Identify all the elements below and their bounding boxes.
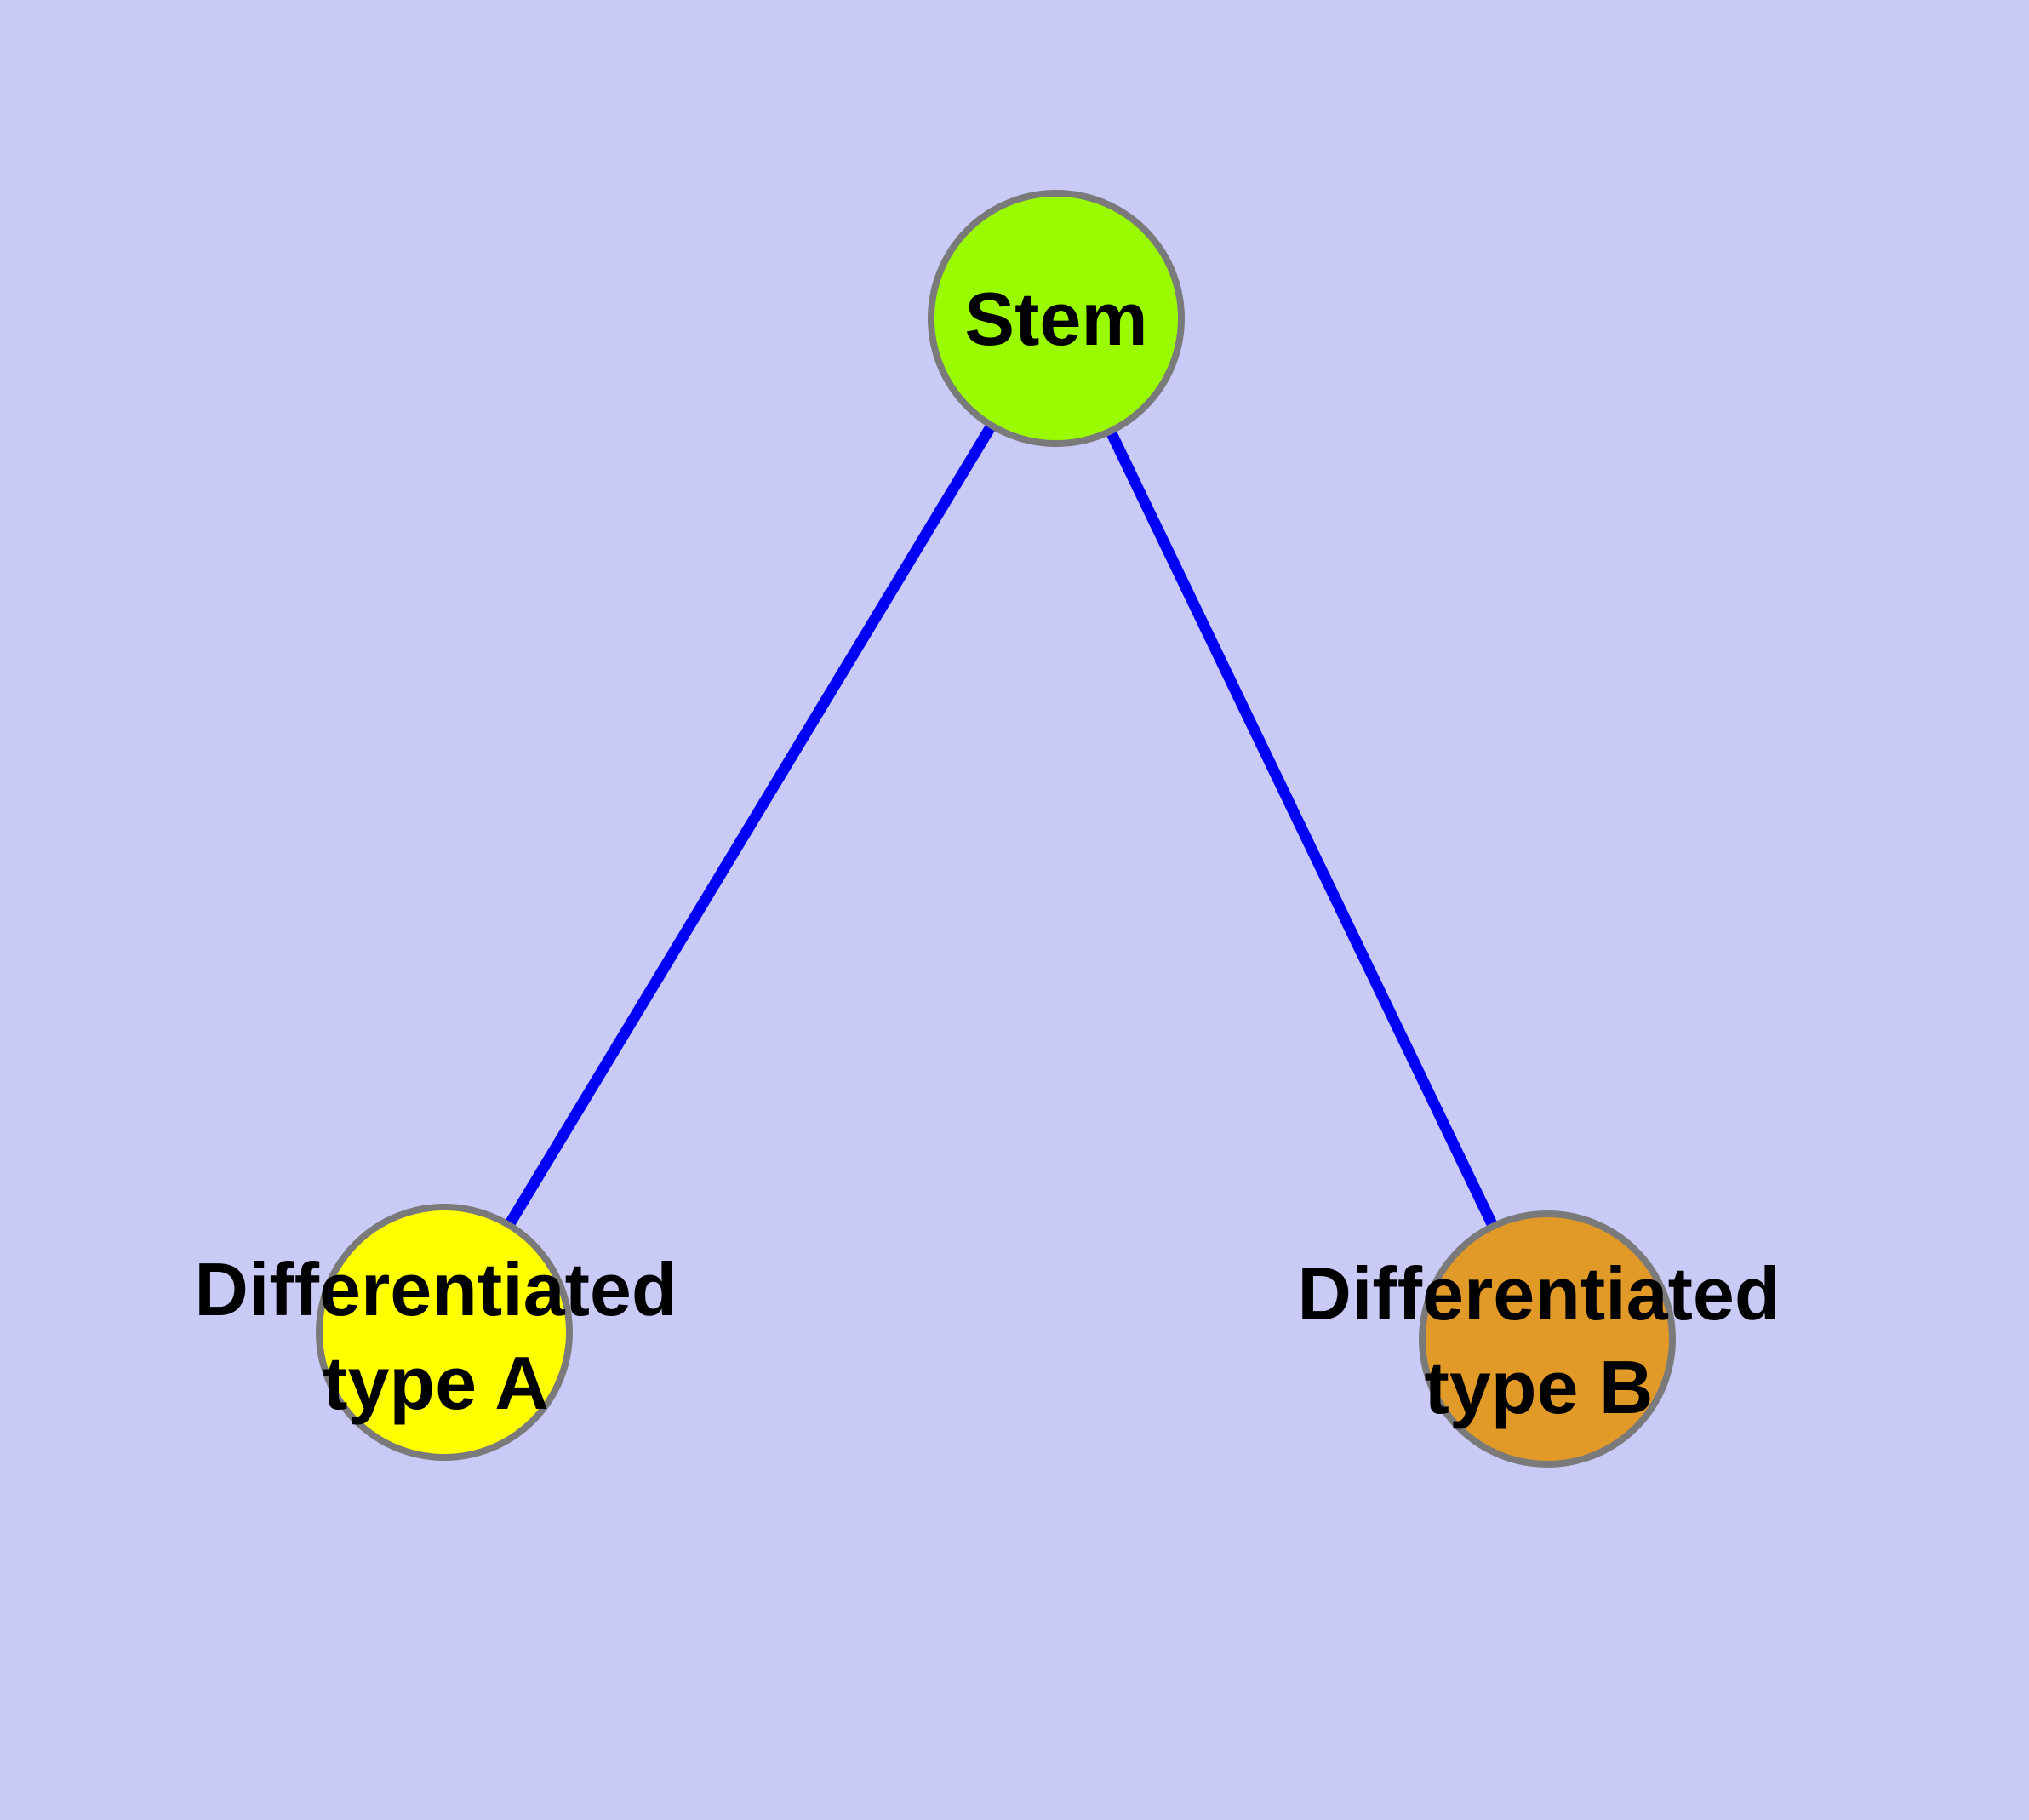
node-differentiated-type-a-label-line1: Differentiated <box>194 1247 677 1331</box>
node-stem-circle <box>928 190 1185 447</box>
node-stem: Stem <box>928 190 1185 447</box>
node-differentiated-type-a: Differentiated type A <box>194 1204 677 1461</box>
edge-stem-to-type-a <box>439 315 1061 1336</box>
node-differentiated-type-b: Differentiated type B <box>1297 1210 1780 1468</box>
node-differentiated-type-b-label-line2: type B <box>1425 1345 1654 1429</box>
node-differentiated-type-b-label-line1: Differentiated <box>1297 1251 1780 1336</box>
edge-stem-to-type-b <box>1051 316 1552 1342</box>
node-stem-label: Stem <box>964 277 1147 361</box>
node-differentiated-type-a-label-line2: type A <box>323 1341 549 1425</box>
node-differentiated-type-b-circle <box>1419 1210 1676 1468</box>
node-differentiated-type-a-circle <box>316 1204 573 1461</box>
